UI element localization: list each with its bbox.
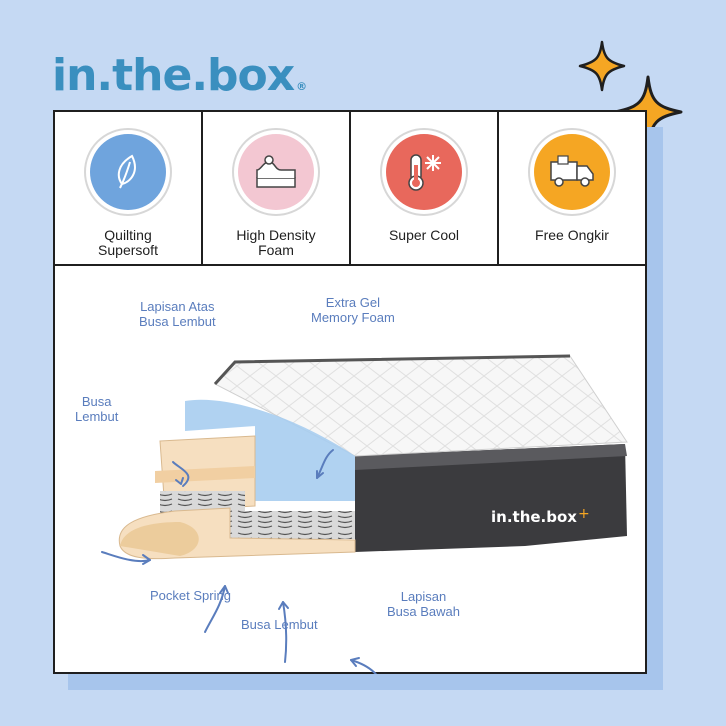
callout-pocket-spring: Pocket Spring	[150, 588, 231, 603]
feature-shipping: Free Ongkir	[499, 112, 645, 264]
mattress-cutaway-diagram: in.the.box + Lapisan Atas Busa Lembut Ex…	[55, 266, 645, 693]
mattress-plus-mark: +	[578, 506, 590, 522]
feature-icon-ring	[528, 128, 616, 216]
brand-logo: in.the.box®	[52, 50, 307, 101]
leaf-icon	[90, 134, 166, 210]
feature-row: Quilting Supersoft High Density Foam	[55, 112, 645, 266]
feature-label-quilting: Quilting Supersoft	[98, 227, 158, 258]
delivery-truck-icon	[534, 134, 610, 210]
feature-label-shipping: Free Ongkir	[535, 227, 609, 243]
gel-memory-foam-layer	[185, 399, 355, 501]
callout-bottom-foam: Busa Lembut	[241, 617, 318, 632]
mattress-base-side	[355, 444, 627, 552]
feature-label-foam: High Density Foam	[236, 227, 316, 258]
feature-quilting: Quilting Supersoft	[55, 112, 203, 264]
callout-bottom-layer: Lapisan Busa Bawah	[387, 589, 460, 619]
thermometer-snowflake-icon	[386, 134, 462, 210]
logo-text: in.the.box	[52, 50, 295, 101]
arrow-top-layer	[172, 461, 190, 487]
callout-top-layer: Lapisan Atas Busa Lembut	[139, 299, 216, 329]
feature-icon-ring	[232, 128, 320, 216]
mattress-brand-label: in.the.box	[491, 508, 577, 526]
feature-icon-ring	[380, 128, 468, 216]
pocket-springs-bottom	[230, 511, 355, 539]
callout-gel-foam: Extra Gel Memory Foam	[311, 295, 395, 325]
registered-mark: ®	[296, 80, 307, 93]
product-card: Quilting Supersoft High Density Foam	[53, 110, 647, 693]
sparkle-small-icon	[578, 40, 626, 92]
feature-label-cool: Super Cool	[388, 227, 460, 243]
feature-icon-ring	[84, 128, 172, 216]
feature-foam: High Density Foam	[203, 112, 351, 264]
feature-cool: Super Cool	[351, 112, 499, 264]
mattress-trim	[355, 444, 627, 470]
mattress-illustration: in.the.box +	[101, 354, 628, 693]
foam-layers-icon	[238, 134, 314, 210]
callout-side-foam: Busa Lembut	[75, 394, 119, 424]
